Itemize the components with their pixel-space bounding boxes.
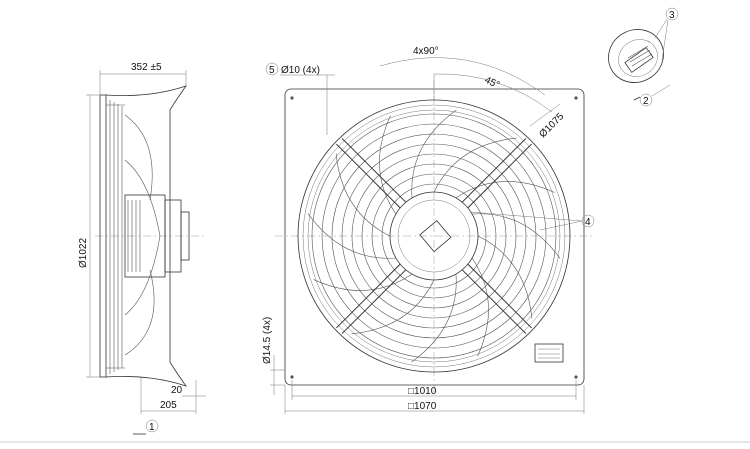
fan-blade bbox=[477, 235, 533, 319]
view-marker-1: 1 bbox=[149, 422, 155, 433]
guard-ring bbox=[341, 143, 527, 329]
offset-205-label: 205 bbox=[160, 400, 177, 411]
fan-blade bbox=[351, 279, 435, 335]
guard-ring bbox=[331, 133, 537, 339]
fan-blade bbox=[335, 153, 391, 237]
guard-ring bbox=[371, 173, 497, 299]
support-strut bbox=[467, 143, 532, 209]
fan-blade bbox=[455, 181, 555, 199]
callout-3: 3 bbox=[669, 10, 675, 21]
fan-blade bbox=[411, 109, 457, 198]
guard-ring bbox=[351, 153, 517, 319]
depth-dimension-label: 352 ±5 bbox=[131, 62, 162, 73]
guard-ring bbox=[361, 163, 507, 309]
inner-square-label: □1010 bbox=[408, 386, 437, 397]
fan-blade bbox=[379, 115, 397, 215]
offset-20-label: 20 bbox=[171, 385, 183, 396]
support-strut bbox=[467, 263, 532, 329]
support-strut bbox=[461, 138, 527, 203]
guard-ring bbox=[381, 183, 487, 289]
iso-detail-view: 3 2 bbox=[608, 7, 679, 107]
fan-blade bbox=[471, 257, 489, 357]
outer-square-label: □1070 bbox=[408, 401, 437, 412]
support-strut bbox=[341, 138, 407, 203]
slot-diameter-label: Ø14.5 (4x) bbox=[262, 317, 273, 364]
fan-blade bbox=[313, 273, 413, 291]
callout-2: 2 bbox=[643, 96, 649, 107]
fan-blade bbox=[472, 213, 561, 259]
fan-blade bbox=[433, 137, 517, 193]
callout-5: 5 bbox=[269, 65, 275, 76]
support-strut bbox=[336, 143, 401, 209]
guard-ring bbox=[321, 123, 547, 349]
angle-pitch-label: 4x90° bbox=[413, 46, 439, 57]
callout-4: 4 bbox=[585, 217, 591, 228]
guard-ring bbox=[311, 113, 557, 359]
side-view: 352 ±5 Ø1022 20 205 1 bbox=[78, 62, 206, 435]
side-diameter-label: Ø1022 bbox=[78, 238, 89, 268]
fan-blade bbox=[307, 213, 396, 259]
support-strut bbox=[461, 269, 527, 334]
hole-diameter-label: Ø10 (4x) bbox=[281, 65, 320, 76]
support-strut bbox=[336, 263, 401, 329]
fan-blade bbox=[411, 274, 457, 363]
bolt-circle-label: Ø1075 bbox=[537, 111, 566, 140]
front-view: 5 Ø10 (4x) 4x90° 45° Ø1075 4 Ø14.5 (4x) … bbox=[262, 46, 595, 414]
support-strut bbox=[341, 269, 407, 334]
